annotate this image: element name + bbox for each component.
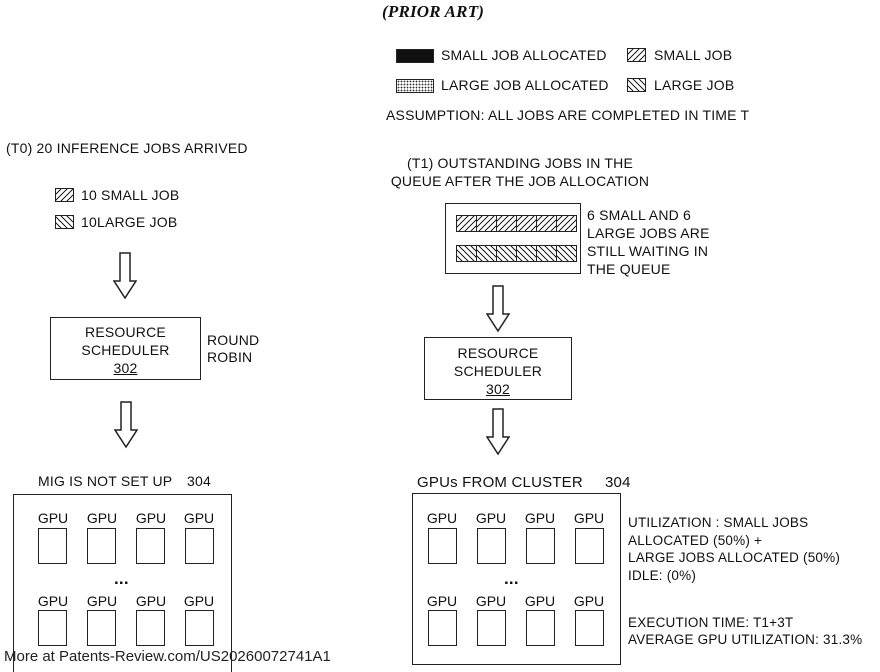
left-policy-line1: ROUND — [207, 332, 260, 348]
left-gpu-idle — [87, 610, 116, 646]
right-resource-scheduler: RESOURCE SCHEDULER 302 — [424, 337, 572, 400]
left-gpu-idle — [136, 528, 165, 564]
left-ellipsis: ... — [114, 569, 129, 588]
left-gpu-label: GPU — [86, 510, 118, 526]
left-small-job-count: 10 SMALL JOB — [81, 187, 180, 203]
legend-small-job-allocated: SMALL JOB ALLOCATED — [441, 47, 607, 63]
left-cluster-ref: 304 — [187, 473, 211, 489]
left-small-job-swatch — [55, 188, 74, 202]
queue-small-jobs — [456, 215, 577, 232]
utilization-line1: UTILIZATION : SMALL JOBS — [628, 515, 809, 530]
queue-note-line2: LARGE JOBS ARE — [587, 225, 710, 241]
assumption-text: ASSUMPTION: ALL JOBS ARE COMPLETED IN TI… — [386, 107, 750, 123]
small-job-swatch — [627, 48, 646, 62]
left-scheduler-ref: 302 — [113, 360, 138, 376]
queue-note-line4: THE QUEUE — [587, 261, 671, 277]
legend-large-job: LARGE JOB — [654, 77, 735, 93]
left-gpu-label: GPU — [183, 510, 215, 526]
right-gpu-large-allocated — [477, 610, 506, 646]
queue-large-job-cell — [557, 246, 576, 261]
left-policy-line2: ROBIN — [207, 349, 253, 365]
left-gpu-idle — [38, 610, 67, 646]
right-scheduler-line2: SCHEDULER — [453, 363, 543, 379]
right-ellipsis: ... — [504, 569, 519, 588]
utilization-line2: ALLOCATED (50%) + — [628, 533, 763, 548]
right-scheduler-line1: RESOURCE — [457, 345, 539, 361]
left-gpu-label: GPU — [135, 510, 167, 526]
left-gpu-idle — [87, 528, 116, 564]
queue-large-job-cell — [517, 246, 537, 261]
right-heading-line1: (T1) OUTSTANDING JOBS IN THE — [407, 155, 633, 171]
right-gpu-large-allocated — [575, 610, 604, 646]
left-heading: (T0) 20 INFERENCE JOBS ARRIVED — [6, 140, 248, 156]
left-large-job-swatch — [55, 215, 74, 229]
right-heading-line2: QUEUE AFTER THE JOB ALLOCATION — [390, 173, 650, 189]
right-arrow-1 — [486, 285, 510, 333]
footer-source: More at Patents-Review.com/US20260072741… — [4, 648, 331, 665]
large-job-allocated-swatch — [396, 79, 434, 93]
left-arrow-2 — [114, 401, 138, 449]
right-gpu-large-allocated — [526, 610, 555, 646]
right-gpu-label: GPU — [524, 510, 556, 526]
left-gpu-idle — [185, 528, 214, 564]
utilization-line4: IDLE: (0%) — [628, 568, 697, 583]
right-gpu-label: GPU — [426, 593, 458, 609]
queue-small-job-cell — [517, 216, 537, 231]
legend-large-job-allocated: LARGE JOB ALLOCATED — [441, 77, 609, 93]
left-cluster-label: MIG IS NOT SET UP — [38, 473, 173, 489]
queue-small-job-cell — [477, 216, 497, 231]
left-gpu-label: GPU — [37, 593, 69, 609]
right-gpu-small-allocated — [428, 528, 457, 564]
prior-art-title: (PRIOR ART) — [382, 2, 485, 21]
queue-box — [445, 203, 581, 274]
legend-small-job: SMALL JOB — [654, 47, 733, 63]
queue-small-job-cell — [457, 216, 477, 231]
left-scheduler-line1: RESOURCE — [85, 324, 166, 340]
execution-time: EXECUTION TIME: T1+3T — [628, 615, 794, 630]
average-gpu-utilization: AVERAGE GPU UTILIZATION: 31.3% — [628, 632, 863, 647]
queue-note-line3: STILL WAITING IN — [587, 243, 709, 259]
queue-large-jobs — [456, 245, 577, 262]
left-gpu-label: GPU — [86, 593, 118, 609]
right-gpu-label: GPU — [475, 593, 507, 609]
right-gpu-large-allocated — [428, 610, 457, 646]
left-gpu-idle — [185, 610, 214, 646]
right-gpu-label: GPU — [426, 510, 458, 526]
queue-large-job-cell — [497, 246, 517, 261]
right-gpu-label: GPU — [524, 593, 556, 609]
queue-large-job-cell — [537, 246, 557, 261]
right-gpu-small-allocated — [477, 528, 506, 564]
left-gpu-idle — [136, 610, 165, 646]
left-gpu-idle — [38, 528, 67, 564]
right-cluster-ref: 304 — [605, 474, 631, 491]
small-job-allocated-swatch — [396, 49, 434, 63]
right-gpu-label: GPU — [573, 510, 605, 526]
right-arrow-2 — [486, 408, 510, 456]
queue-small-job-cell — [557, 216, 576, 231]
right-cluster-label: GPUs FROM CLUSTER — [417, 474, 583, 491]
right-gpu-small-allocated — [526, 528, 555, 564]
right-gpu-label: GPU — [573, 593, 605, 609]
queue-small-job-cell — [497, 216, 517, 231]
left-resource-scheduler: RESOURCE SCHEDULER 302 — [50, 317, 201, 380]
large-job-swatch — [627, 78, 646, 92]
queue-large-job-cell — [477, 246, 497, 261]
queue-small-job-cell — [537, 216, 557, 231]
queue-large-job-cell — [457, 246, 477, 261]
left-gpu-label: GPU — [37, 510, 69, 526]
right-gpu-label: GPU — [475, 510, 507, 526]
left-arrow-1 — [113, 252, 137, 300]
left-gpu-label: GPU — [135, 593, 167, 609]
left-large-job-count: 10LARGE JOB — [81, 214, 178, 230]
right-gpu-small-allocated — [575, 528, 604, 564]
queue-note-line1: 6 SMALL AND 6 — [587, 207, 692, 223]
left-scheduler-line2: SCHEDULER — [81, 342, 170, 358]
right-scheduler-ref: 302 — [486, 381, 510, 397]
utilization-line3: LARGE JOBS ALLOCATED (50%) — [628, 550, 841, 565]
left-gpu-label: GPU — [183, 593, 215, 609]
